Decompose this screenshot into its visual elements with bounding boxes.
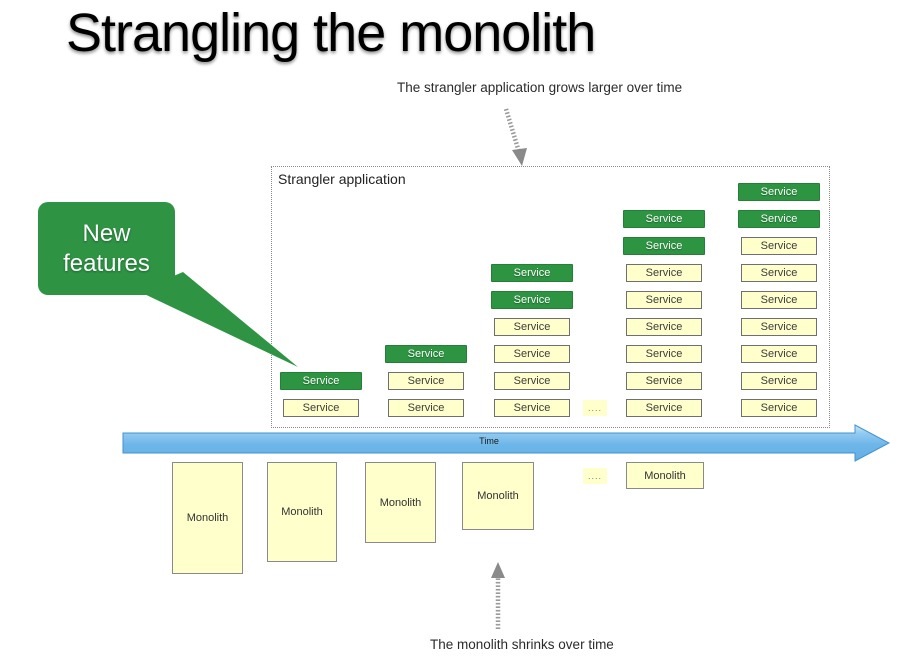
new-features-callout: New features: [38, 202, 175, 295]
monolith-box: Monolith: [267, 462, 337, 562]
service-box-yellow: Service: [741, 399, 817, 417]
service-box-green: Service: [385, 345, 467, 363]
service-box-green: Service: [280, 372, 362, 390]
service-box-yellow: Service: [494, 318, 570, 336]
monolith-box: Monolith: [365, 462, 436, 543]
service-box-yellow: Service: [626, 399, 702, 417]
annotation-monolith-shrinks: The monolith shrinks over time: [430, 637, 614, 652]
grows-arrow-icon: [503, 108, 527, 166]
callout-line: New: [82, 219, 131, 247]
service-box-yellow: Service: [741, 237, 817, 255]
service-box-yellow: Service: [626, 264, 702, 282]
service-box-green: Service: [623, 210, 705, 228]
service-box-yellow: Service: [494, 372, 570, 390]
service-box-green: Service: [491, 291, 573, 309]
service-box-yellow: Service: [388, 372, 464, 390]
service-box-green: Service: [623, 237, 705, 255]
time-axis-label: Time: [479, 436, 499, 446]
callout-line: features: [63, 249, 150, 277]
service-box-yellow: Service: [741, 318, 817, 336]
service-box-yellow: Service: [494, 345, 570, 363]
service-box-yellow: Service: [626, 318, 702, 336]
service-box-green: Service: [738, 183, 820, 201]
service-box-yellow: Service: [741, 264, 817, 282]
monolith-box: Monolith: [172, 462, 243, 574]
page-title: Strangling the monolith: [66, 3, 596, 63]
service-box-yellow: Service: [388, 399, 464, 417]
strangler-box-label: Strangler application: [278, 171, 406, 187]
service-box-yellow: Service: [741, 291, 817, 309]
service-box-yellow: Service: [741, 345, 817, 363]
service-box-yellow: Service: [283, 399, 359, 417]
service-box-yellow: Service: [741, 372, 817, 390]
monolith-box: Monolith: [462, 462, 534, 530]
monolith-ellipsis: ....: [583, 468, 607, 484]
service-box-yellow: Service: [626, 372, 702, 390]
service-box-green: Service: [738, 210, 820, 228]
service-box-green: Service: [491, 264, 573, 282]
service-box-yellow: Service: [626, 291, 702, 309]
services-ellipsis: ....: [583, 400, 607, 416]
service-box-yellow: Service: [626, 345, 702, 363]
annotation-strangler-grows: The strangler application grows larger o…: [397, 80, 683, 95]
monolith-box: Monolith: [626, 462, 704, 489]
service-box-yellow: Service: [494, 399, 570, 417]
shrinks-arrow-icon: [491, 562, 505, 629]
